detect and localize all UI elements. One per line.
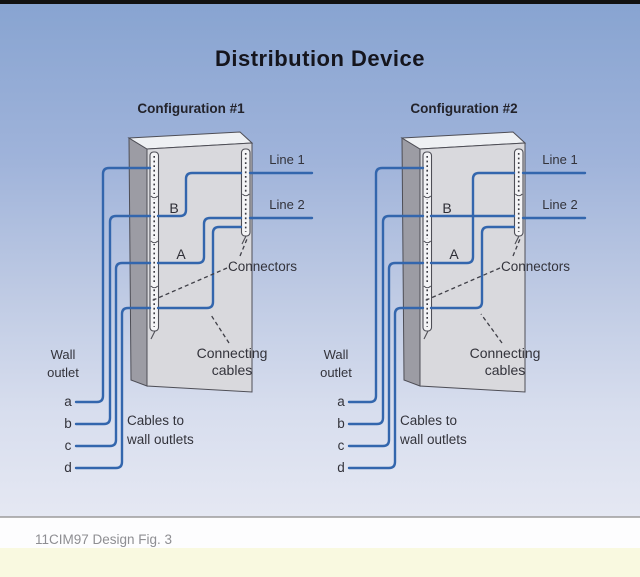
cable-wall-c — [347, 261, 425, 448]
cable-b-label: B — [169, 200, 178, 216]
cable-wall-b — [74, 214, 152, 426]
strip-break-mark — [514, 193, 523, 197]
outlet-c-label: c — [338, 438, 345, 453]
cable-wall-c — [74, 261, 152, 448]
strip-break — [150, 284, 158, 289]
line2-label: Line 2 — [542, 197, 577, 212]
connecting-cable-lower — [156, 225, 243, 310]
connecting-cables-label-line1: Connecting — [197, 345, 268, 361]
connecting-cables-label-line2: cables — [212, 362, 252, 378]
connecting-cable-lower — [429, 225, 516, 310]
strip-break — [423, 284, 431, 289]
strip-break — [150, 239, 158, 244]
line1-label: Line 1 — [269, 152, 304, 167]
outlet-c-label: c — [65, 438, 72, 453]
wall-outlet-label-line2: outlet — [320, 365, 352, 380]
diagram-panel-background — [0, 4, 640, 517]
cable-wall-a — [347, 166, 425, 404]
connecting-cables-label-line2: cables — [485, 362, 525, 378]
connecting-cables-label-line1: Connecting — [470, 345, 541, 361]
outlet-a-label: a — [337, 394, 345, 409]
line2-label: Line 2 — [269, 197, 304, 212]
configuration-1-title: Configuration #1 — [137, 101, 245, 116]
top-bar — [0, 0, 640, 4]
strip-break — [150, 194, 158, 199]
strip-break — [515, 192, 523, 197]
cables-to-wall-outlets-line2: wall outlets — [399, 432, 467, 447]
strip-break-mark — [150, 195, 159, 199]
cable-wall-d — [347, 306, 425, 470]
strip-left-tail — [150, 330, 156, 340]
connecting-cable-a — [429, 171, 516, 265]
strip-break — [423, 194, 431, 199]
configuration-1-diagram: Configuration #1 — [47, 101, 314, 475]
cable-a-label: A — [449, 246, 459, 262]
connectors-label: Connectors — [501, 259, 570, 274]
connecting-cable-a — [156, 216, 243, 265]
strip-right-tail — [241, 235, 247, 245]
strip-break — [242, 192, 250, 197]
cables-to-wall-outlets-line1: Cables to — [400, 413, 457, 428]
strip-left-tail — [423, 330, 429, 340]
cable-a-label: A — [176, 246, 186, 262]
wall-outlet-label-line1: Wall — [51, 347, 76, 362]
figure-title: Distribution Device — [215, 46, 425, 71]
cable-wall-a — [74, 166, 152, 404]
cables-to-wall-outlets-line2: wall outlets — [126, 432, 194, 447]
strip-break-mark — [150, 285, 159, 289]
outlet-b-label: b — [337, 416, 345, 431]
strip-break-mark — [241, 193, 250, 197]
strip-break-mark — [423, 285, 432, 289]
strip-break-mark — [423, 195, 432, 199]
wall-outlet-label-line2: outlet — [47, 365, 79, 380]
strip-break-mark — [423, 240, 432, 244]
configuration-2-title: Configuration #2 — [410, 101, 517, 116]
line1-label: Line 1 — [542, 152, 577, 167]
strip-right-tail — [514, 235, 520, 245]
connectors-pointer-right — [239, 238, 248, 257]
footer-strip — [0, 548, 640, 577]
cables-to-wall-outlets-line1: Cables to — [127, 413, 184, 428]
connectors-pointer-right — [512, 238, 521, 257]
configuration-2-diagram: Configuration #2 — [320, 101, 587, 475]
cable-wall-d — [74, 306, 152, 470]
figure-caption: 11CIM97 Design Fig. 3 — [35, 532, 172, 547]
connecting-cables-pointer — [480, 313, 503, 344]
connecting-cables-pointer — [210, 314, 230, 344]
wall-outlet-label-line1: Wall — [324, 347, 349, 362]
strip-break-mark — [150, 240, 159, 244]
cable-b-label: B — [442, 200, 451, 216]
strip-break — [423, 239, 431, 244]
outlet-d-label: d — [337, 460, 345, 475]
connecting-cable-b — [156, 171, 243, 218]
outlet-a-label: a — [64, 394, 72, 409]
outlet-b-label: b — [64, 416, 72, 431]
outlet-d-label: d — [64, 460, 72, 475]
connectors-label: Connectors — [228, 259, 297, 274]
cable-wall-b — [347, 214, 425, 426]
